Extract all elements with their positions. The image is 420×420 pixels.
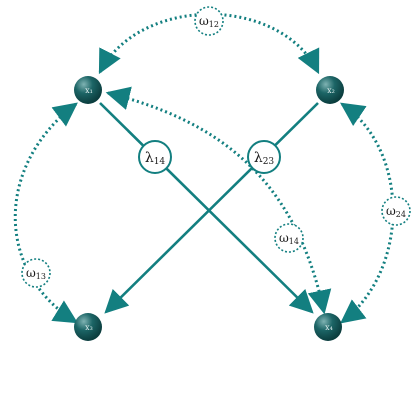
svg-text:x₁: x₁ bbox=[85, 86, 93, 95]
svg-text:ω13: ω13 bbox=[26, 266, 46, 281]
label-lambda14: λ14 bbox=[138, 140, 172, 174]
svg-text:ω24: ω24 bbox=[386, 204, 406, 219]
label-lambda23: λ23 bbox=[247, 140, 281, 174]
svg-text:x₂: x₂ bbox=[327, 86, 335, 95]
svg-text:ω14: ω14 bbox=[279, 231, 299, 246]
node-x2: x₂ bbox=[316, 76, 344, 104]
svg-text:λ23: λ23 bbox=[254, 150, 275, 167]
node-x1: x₁ bbox=[74, 76, 102, 104]
svg-text:x₃: x₃ bbox=[85, 323, 93, 332]
label-omega14: ω14 bbox=[274, 223, 304, 253]
svg-text:ω12: ω12 bbox=[199, 14, 219, 29]
edge-omega24 bbox=[340, 102, 395, 324]
svg-text:x₄: x₄ bbox=[325, 323, 333, 332]
edge-lambda23 bbox=[104, 102, 319, 314]
node-x4: x₄ bbox=[314, 313, 342, 341]
edge-omega13 bbox=[13, 102, 79, 324]
label-omega12: ω12 bbox=[194, 6, 224, 36]
svg-text:λ14: λ14 bbox=[145, 150, 166, 167]
label-omega24: ω24 bbox=[381, 196, 411, 226]
node-x3: x₃ bbox=[74, 313, 102, 341]
label-omega13: ω13 bbox=[21, 258, 51, 288]
edge-omega14 bbox=[105, 86, 332, 315]
edge-lambda14 bbox=[99, 102, 314, 314]
